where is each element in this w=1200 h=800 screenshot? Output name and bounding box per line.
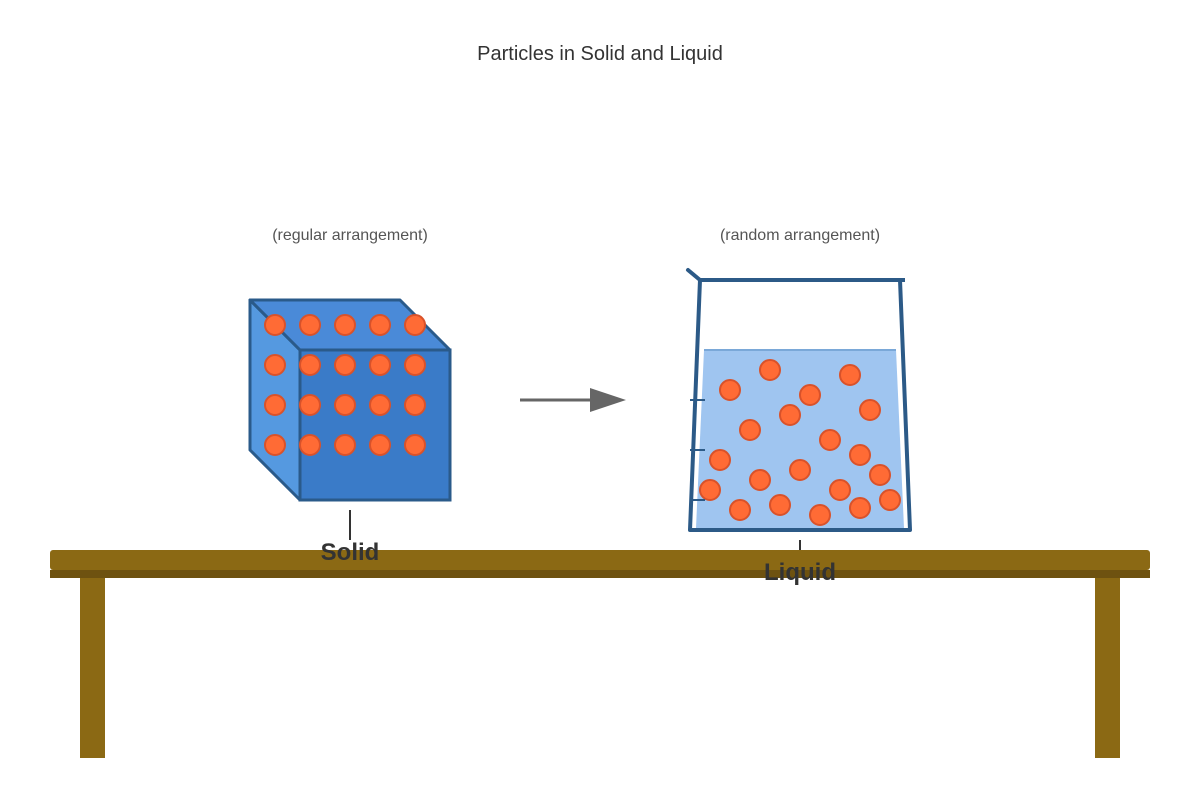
solid-particle — [334, 354, 356, 376]
solid-cube — [248, 298, 452, 502]
table-top — [50, 550, 1150, 570]
solid-particle — [299, 434, 321, 456]
solid-particle — [404, 354, 426, 376]
liquid-particle — [819, 429, 841, 451]
liquid-particle — [849, 444, 871, 466]
solid-particle — [404, 394, 426, 416]
solid-particle — [299, 354, 321, 376]
liquid-particle — [789, 459, 811, 481]
liquid-particle — [829, 479, 851, 501]
solid-particle — [299, 314, 321, 336]
liquid-particle — [879, 489, 901, 511]
solid-particle — [369, 394, 391, 416]
transition-arrow — [520, 388, 626, 412]
solid-particle — [334, 434, 356, 456]
liquid-particle — [719, 379, 741, 401]
table-edge — [50, 570, 1150, 578]
liquid-particle — [809, 504, 831, 526]
solid-label: Solid — [321, 539, 380, 566]
liquid-fill — [696, 350, 904, 528]
table-leg-left — [80, 578, 105, 758]
solid-particle — [369, 354, 391, 376]
solid-particle — [264, 434, 286, 456]
liquid-particle — [709, 449, 731, 471]
solid-particles — [264, 314, 426, 456]
table — [50, 550, 1150, 758]
liquid-particle — [859, 399, 881, 421]
solid-group: (regular arrangement) — [248, 227, 452, 540]
liquid-particle — [799, 384, 821, 406]
solid-particle — [334, 314, 356, 336]
solid-particle — [334, 394, 356, 416]
liquid-particle — [779, 404, 801, 426]
liquid-particle — [749, 469, 771, 491]
solid-particle — [404, 314, 426, 336]
liquid-particle — [769, 494, 791, 516]
liquid-particle — [839, 364, 861, 386]
liquid-particle — [759, 359, 781, 381]
solid-particle — [264, 354, 286, 376]
solid-particle — [369, 434, 391, 456]
solid-particle — [299, 394, 321, 416]
liquid-particle — [729, 499, 751, 521]
liquid-particles — [699, 359, 901, 526]
solid-particle — [369, 314, 391, 336]
diagram-title: Particles in Solid and Liquid — [477, 43, 723, 65]
solid-particle — [264, 314, 286, 336]
solid-note: (regular arrangement) — [272, 227, 428, 244]
liquid-group: (random arrangement) — [686, 227, 912, 560]
liquid-particle — [739, 419, 761, 441]
liquid-particle — [869, 464, 891, 486]
table-leg-right — [1095, 578, 1120, 758]
beaker-spout — [686, 268, 702, 282]
solid-particle — [404, 434, 426, 456]
solid-particle — [264, 394, 286, 416]
liquid-label: Liquid — [764, 559, 836, 586]
beaker-outline — [688, 279, 912, 532]
liquid-note: (random arrangement) — [720, 227, 880, 244]
beaker — [686, 268, 912, 532]
cube-front-face — [298, 348, 452, 502]
arrow-head-icon — [590, 388, 626, 412]
liquid-particle — [699, 479, 721, 501]
liquid-particle — [849, 497, 871, 519]
